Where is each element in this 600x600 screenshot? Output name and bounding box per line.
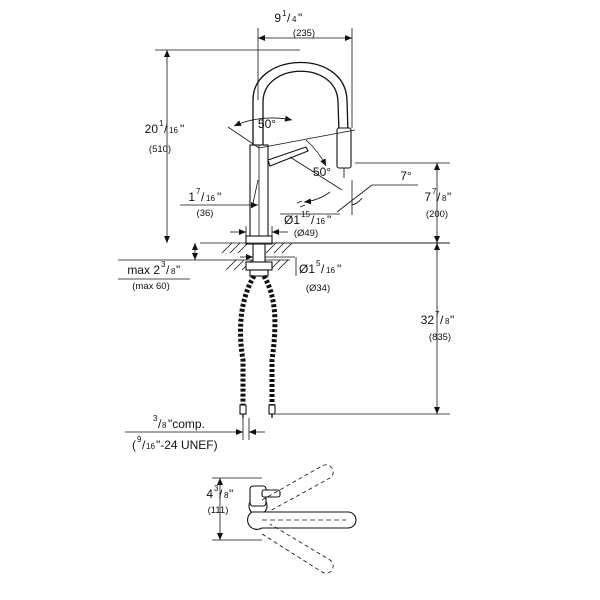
height-num: 1: [159, 119, 164, 128]
width-num: 1: [282, 9, 287, 18]
svg-text:": ": [327, 213, 331, 227]
connection-suffix: "comp.: [168, 417, 205, 431]
lever-offset-den: 16: [206, 194, 215, 203]
hose-length-num: 7: [435, 310, 440, 319]
height-metric: (510): [149, 144, 171, 155]
width-whole: 9: [274, 11, 281, 25]
hose-length-den: 8: [445, 317, 450, 326]
shank-diameter-den: 16: [326, 266, 335, 275]
connection-den: 8: [162, 421, 167, 430]
spout-arch: [252, 61, 349, 148]
spout-height-num: 7: [432, 187, 437, 196]
shank-diameter-num: 5: [316, 259, 321, 268]
svg-text:": ": [180, 122, 184, 136]
lever-offset-whole: 1: [188, 190, 195, 204]
svg-text:/: /: [321, 262, 325, 276]
height-den: 16: [169, 126, 178, 135]
svg-text:": ": [447, 190, 451, 204]
svg-text:": ": [176, 263, 180, 277]
svg-text:/: /: [164, 122, 168, 136]
faucet-side-view: [245, 61, 352, 245]
connection-line2-den: 16: [146, 442, 155, 451]
lever-offset-metric: (36): [197, 208, 214, 219]
tilt-angle: 7°: [400, 169, 412, 183]
spray-head: [336, 127, 352, 169]
plan-depth-whole: 4: [206, 487, 213, 501]
svg-text:": ": [298, 11, 302, 25]
svg-text:/: /: [287, 11, 291, 25]
swivel-angle: 50°: [258, 117, 276, 131]
svg-text:": ": [337, 262, 341, 276]
supply-hoses: [238, 274, 278, 418]
svg-text:": ": [450, 313, 454, 327]
svg-text:/: /: [158, 417, 162, 431]
countertop: [200, 242, 450, 271]
svg-text:/: /: [440, 313, 444, 327]
svg-text:/: /: [142, 438, 146, 452]
lever-handle: [267, 146, 309, 167]
svg-text:/: /: [437, 190, 441, 204]
plan-depth-num: 3: [214, 484, 219, 493]
max-deck-metric: (max 60): [132, 281, 169, 292]
svg-text:/: /: [219, 487, 223, 501]
base-diameter-num: 15: [301, 210, 310, 219]
connection-num: 3: [153, 414, 158, 423]
spray-angle: 50°: [313, 165, 331, 179]
base-diameter-prefix: Ø1: [284, 213, 300, 227]
max-deck-den: 8: [171, 267, 176, 276]
base-diameter-den: 16: [316, 217, 325, 226]
lever-offset-num: 7: [196, 187, 201, 196]
spout-height-whole: 7: [424, 190, 431, 204]
shank-diameter-prefix: Ø1: [299, 262, 315, 276]
width-metric: (235): [293, 28, 315, 39]
svg-text:/: /: [311, 213, 315, 227]
svg-text:/: /: [166, 263, 170, 277]
width-den: 4: [292, 15, 297, 24]
hose-length-whole: 32: [421, 313, 435, 327]
connection-line2-rest: "-24 UNEF): [156, 438, 218, 452]
shank-diameter-metric: (Ø34): [306, 283, 330, 294]
height-whole: 20: [145, 122, 159, 136]
svg-text:": ": [229, 487, 233, 501]
connection-line2-num: 9: [137, 435, 142, 444]
plan-depth-den: 8: [224, 491, 229, 500]
spout-height-metric: (200): [426, 209, 448, 220]
base-diameter-metric: (Ø49): [294, 228, 318, 239]
plan-depth-metric: (111): [208, 505, 229, 516]
max-deck-num: 3: [161, 260, 166, 269]
connection-open: (: [132, 438, 136, 452]
svg-text:/: /: [201, 190, 205, 204]
shank-assembly: [245, 243, 273, 277]
svg-text:": ": [217, 190, 221, 204]
max-deck-prefix: max 2: [127, 263, 160, 277]
hose-length-metric: (835): [429, 332, 451, 343]
spout-height-den: 8: [442, 194, 447, 203]
faucet-plan-view: [212, 464, 357, 574]
